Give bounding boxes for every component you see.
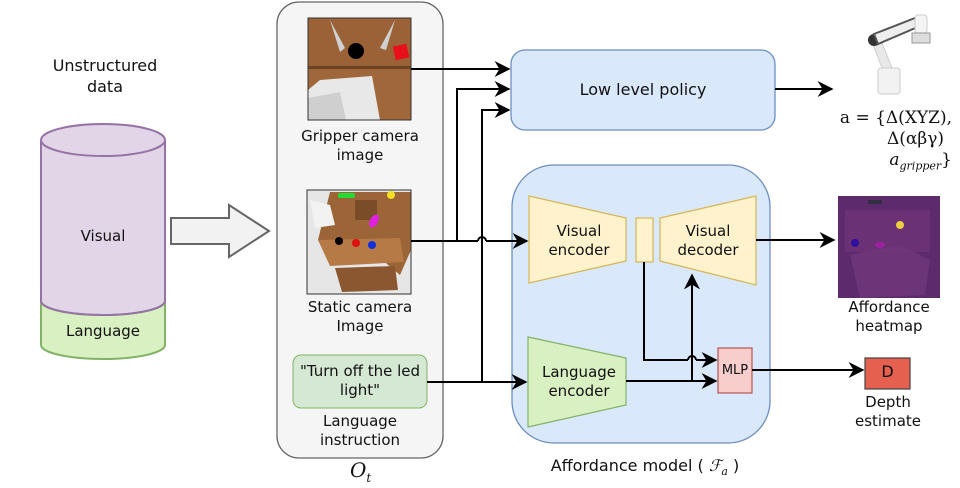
label-line: encoder <box>548 382 610 400</box>
formula-line: a = {Δ(XYZ), <box>839 108 952 128</box>
visual-decoder-label: Visual decoder <box>662 222 754 260</box>
visual-encoder-block <box>528 195 627 284</box>
arrow-instruction-to-policy <box>481 102 511 382</box>
formula-base: a <box>889 150 900 170</box>
label-line: estimate <box>854 412 921 430</box>
label-line: instruction <box>319 431 401 449</box>
formula-line: agripper} <box>812 150 952 176</box>
instruction-line: "Turn off the led <box>299 362 421 380</box>
visual-data-label: Visual <box>80 227 126 245</box>
gripper-camera-label: Gripper camera image <box>283 127 437 165</box>
static-camera-image <box>306 189 412 295</box>
gripper-camera-image <box>307 17 412 121</box>
language-data-label: Language <box>65 322 141 340</box>
depth-box-label: D <box>881 362 894 381</box>
label-line: Gripper camera <box>301 127 419 145</box>
label-line: Depth <box>865 393 911 411</box>
label-line: Image <box>336 317 384 335</box>
instruction-line: light" <box>339 381 381 399</box>
label-line: Static camera <box>307 298 413 316</box>
data-cylinder <box>40 123 166 360</box>
formula-line: Δ(αβγ) <box>886 129 944 149</box>
label-line: Language <box>541 363 617 381</box>
title-line: Unstructured <box>52 56 158 75</box>
mlp-block <box>717 347 753 394</box>
label-line: Language <box>322 412 398 430</box>
affordance-model-caption: Affordance model ( ℱa ) <box>520 456 770 481</box>
caption-text: ) <box>733 456 740 475</box>
heatmap-label: Affordance heatmap <box>824 298 954 336</box>
unstructured-data-title: Unstructured data <box>30 55 180 97</box>
label-line: encoder <box>548 241 610 259</box>
mlp-label: MLP <box>721 363 749 378</box>
language-encoder-label: Language encoder <box>532 363 626 401</box>
label-line: Visual <box>685 222 731 240</box>
language-encoder-block <box>527 336 627 428</box>
label-line: heatmap <box>855 317 923 335</box>
symbol-base: O <box>350 458 367 482</box>
depth-estimate-label: Depth estimate <box>828 393 948 431</box>
latent-bottleneck-block <box>635 217 654 263</box>
depth-estimate-box <box>864 357 911 390</box>
label-line: Visual <box>556 222 602 240</box>
observation-symbol: Ot <box>350 458 380 485</box>
robot-arm-icon <box>868 14 931 95</box>
instruction-text: "Turn off the led light" <box>293 362 427 400</box>
flow-arrow-icon <box>170 203 271 259</box>
caption-text: Affordance model ( <box>550 456 704 475</box>
visual-decoder-block <box>659 195 757 286</box>
title-line: data <box>86 77 124 96</box>
language-instruction-label: Language instruction <box>283 412 437 450</box>
label-line: image <box>336 146 384 164</box>
affordance-heatmap-image <box>838 196 940 298</box>
action-formula: a = {Δ(XYZ), Δ(αβγ) agripper} <box>812 108 952 176</box>
static-camera-label: Static camera Image <box>283 298 437 336</box>
label-line: Affordance <box>848 298 930 316</box>
caption-sub: a <box>721 465 728 479</box>
symbol-sub: t <box>366 471 372 485</box>
arrow-static-to-policy <box>456 81 511 241</box>
formula-brace: } <box>941 150 952 170</box>
label-line: decoder <box>677 241 739 259</box>
formula-sub: gripper <box>899 159 942 173</box>
visual-encoder-label: Visual encoder <box>534 222 624 260</box>
low-level-policy-label: Low level policy <box>579 80 707 99</box>
caption-symbol: ℱ <box>708 456 722 475</box>
cylinder-top <box>40 123 166 157</box>
